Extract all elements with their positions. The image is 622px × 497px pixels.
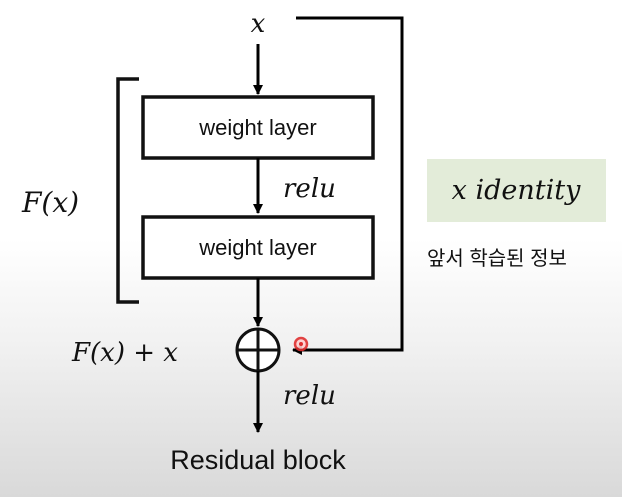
- weight-layer-2-label: weight layer: [198, 235, 316, 260]
- identity-note: 앞서 학습된 정보: [427, 247, 567, 270]
- weight-layer-2-box: [141, 215, 375, 280]
- relu-label-1: relu: [283, 174, 336, 204]
- residual-block-title: Residual block: [170, 445, 346, 475]
- cursor-indicator-dot: [299, 342, 303, 346]
- input-x-label: x: [251, 9, 266, 39]
- skip-connection-path: [292, 16, 404, 355]
- sum-label: F(x) + x: [71, 338, 178, 368]
- identity-label: x identity: [452, 175, 581, 206]
- identity-box: [427, 159, 606, 222]
- weight-layer-1-label: weight layer: [198, 115, 316, 140]
- bracket: [116, 77, 139, 304]
- fx-label: F(x): [21, 186, 79, 219]
- relu-label-2: relu: [283, 381, 336, 411]
